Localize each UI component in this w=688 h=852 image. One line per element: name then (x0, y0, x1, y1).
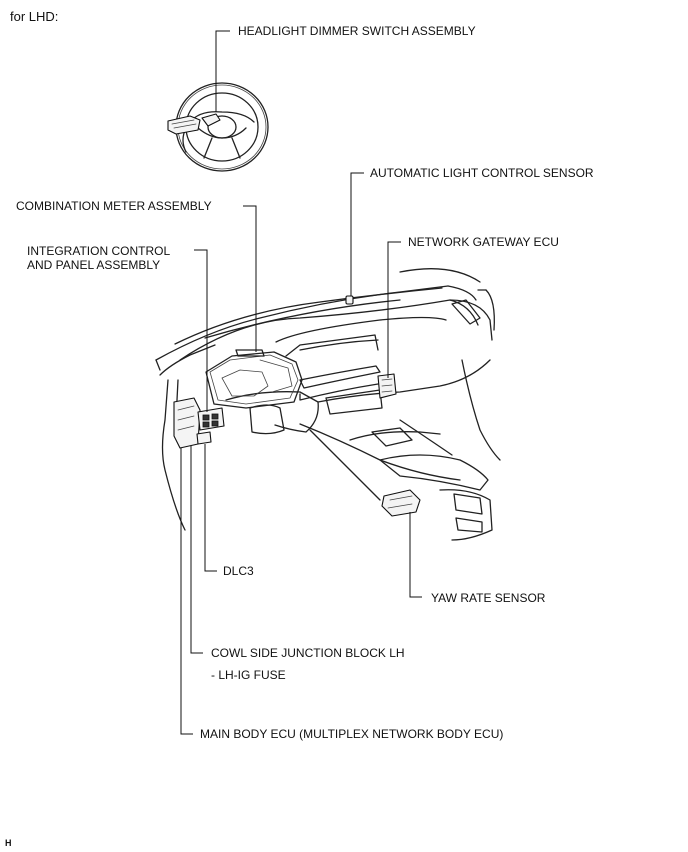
label-cowl-side-junction-block: COWL SIDE JUNCTION BLOCK LH (211, 646, 405, 660)
leader-lines (180, 30, 422, 735)
automatic-light-control-sensor-part (345, 295, 354, 305)
label-automatic-light-control-sensor: AUTOMATIC LIGHT CONTROL SENSOR (370, 166, 594, 180)
label-dlc3: DLC3 (223, 564, 254, 578)
yaw-rate-sensor-part (381, 489, 421, 517)
label-combination-meter: COMBINATION METER ASSEMBLY (16, 199, 212, 213)
label-yaw-rate-sensor: YAW RATE SENSOR (431, 591, 546, 605)
corner-code: H (5, 838, 12, 848)
dashboard-drawing (155, 268, 501, 541)
label-main-body-ecu: MAIN BODY ECU (MULTIPLEX NETWORK BODY EC… (200, 727, 504, 741)
label-lh-ig-fuse: - LH-IG FUSE (211, 668, 286, 682)
label-integration-control-panel: INTEGRATION CONTROL AND PANEL ASSEMBLY (27, 244, 171, 272)
main-body-ecu-part (173, 397, 201, 449)
network-gateway-ecu-part (377, 373, 397, 399)
label-headlight-dimmer-switch: HEADLIGHT DIMMER SWITCH ASSEMBLY (238, 24, 476, 38)
dlc3-part (196, 431, 212, 445)
label-network-gateway-ecu: NETWORK GATEWAY ECU (408, 235, 559, 249)
diagram-header: for LHD: (10, 9, 59, 24)
steering-wheel-drawing (167, 82, 269, 172)
integration-control-panel-part (197, 407, 225, 431)
